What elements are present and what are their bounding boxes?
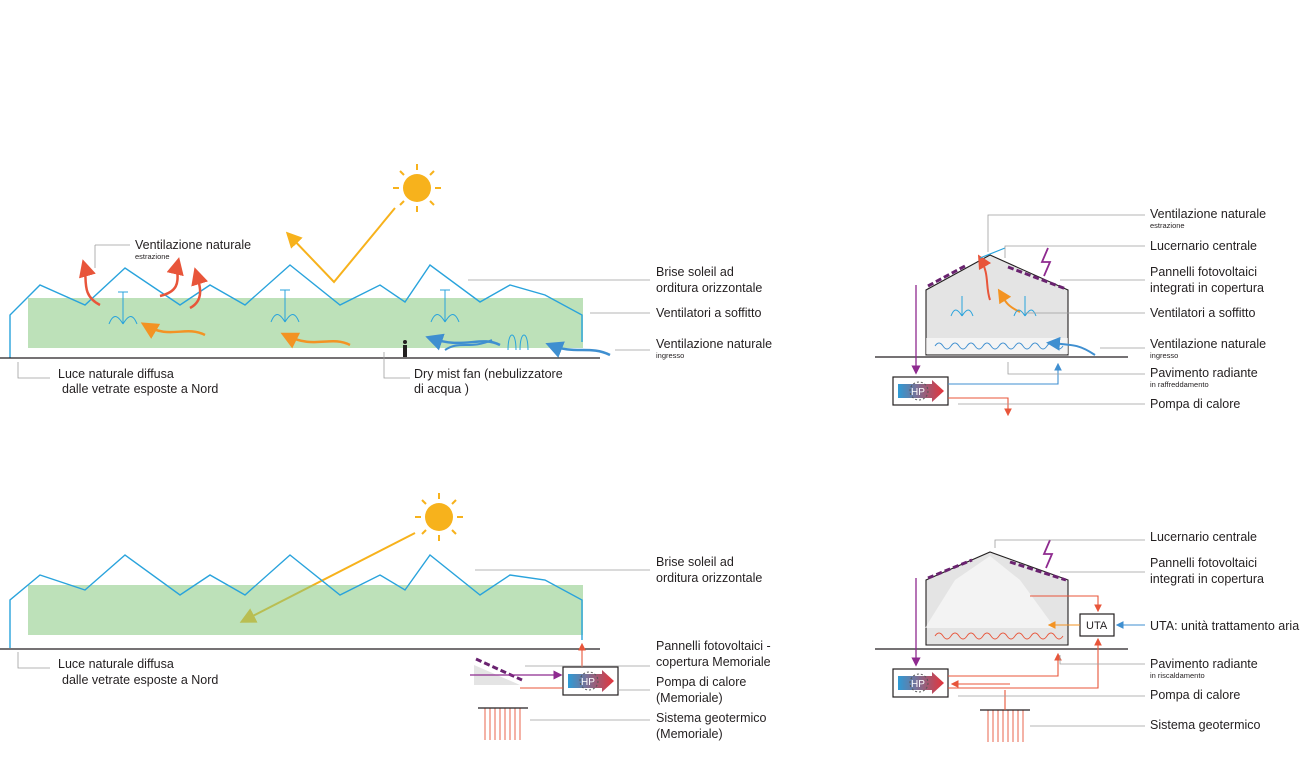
label-ventilazione-ingresso-sub: ingresso (656, 351, 684, 360)
label-brise-soleil-1: Brise soleil ad (656, 555, 734, 569)
label-pavimento: Pavimento radiante (1150, 366, 1258, 380)
label-geo: Sistema geotermico (1150, 718, 1261, 732)
sun-icon (393, 164, 441, 212)
ingress-arrow (444, 339, 493, 351)
label-luce-2: dalle vetrate esposte a Nord (62, 673, 218, 687)
pv-panel-left (927, 558, 973, 580)
label-pannelli-1: Pannelli fotovoltaici (1150, 265, 1257, 279)
extraction-arrow (159, 257, 184, 298)
pv-panel-right (1007, 265, 1067, 291)
label-ventilazione-estrazione-sub: estrazione (135, 252, 170, 261)
label-pannelli-2: copertura Memoriale (656, 655, 771, 669)
label-pannelli-1: Pannelli fotovoltaici - (656, 639, 771, 653)
heat-pump-label: HP (911, 387, 925, 398)
label-pompa: Pompa di calore (1150, 397, 1240, 411)
label-ventilazione-estrazione: Ventilazione naturale (135, 238, 251, 252)
lightning-icon (1042, 539, 1054, 569)
label-uta: UTA: unità trattamento aria (1150, 619, 1299, 633)
label-geo-2: (Memoriale) (656, 727, 723, 741)
label-pompa: Pompa di calore (1150, 688, 1240, 702)
label-luce-1: Luce naturale diffusa (58, 657, 174, 671)
label-ventilazione-ingresso: Ventilazione naturale (656, 337, 772, 351)
extraction-arrow (79, 259, 101, 307)
sawtooth-roof (9, 553, 583, 648)
label-ventilatori: Ventilatori a soffitto (656, 306, 761, 320)
label-pavimento-sub: in raffreddamento (1150, 380, 1209, 389)
label-pannelli-2: integrati in copertura (1150, 572, 1264, 586)
panel-summer-section: Ventilazione naturale estrazione Brise s… (0, 164, 772, 396)
label-ventilazione-ingresso-sub: ingresso (1150, 351, 1178, 360)
label-dry-mist-2: di acqua ) (414, 382, 469, 396)
ingress-arrow (545, 341, 611, 358)
pv-panel-right (1009, 560, 1067, 582)
label-ventilazione-estrazione-sub: estrazione (1150, 221, 1185, 230)
label-brise-soleil-1: Brise soleil ad (656, 265, 734, 279)
lightning-icon (1040, 247, 1052, 277)
label-lucernario: Lucernario centrale (1150, 530, 1257, 544)
panel-winter-detail: UTA HP Lucernario centrale Pannelli foto… (875, 530, 1299, 742)
ingress-arrow (425, 333, 501, 351)
label-pavimento-sub: in riscaldamento (1150, 671, 1205, 680)
label-ventilazione-ingresso: Ventilazione naturale (1150, 337, 1266, 351)
air-flow-arrow (280, 332, 351, 349)
heat-pump-label: HP (581, 677, 595, 688)
person-icon (403, 340, 407, 357)
uta-box-label: UTA (1086, 620, 1108, 632)
label-pompa-1: Pompa di calore (656, 675, 746, 689)
label-luce-1: Luce naturale diffusa (58, 367, 174, 381)
label-dry-mist-1: Dry mist fan (nebulizzatore (414, 367, 563, 381)
sun-reflection-arrow (285, 207, 396, 284)
air-flow-arrow (140, 322, 206, 339)
label-pannelli-2: integrati in copertura (1150, 281, 1264, 295)
extraction-arrow (189, 267, 209, 310)
sawtooth-roof (9, 264, 583, 358)
ceiling-fan-icon (108, 289, 529, 351)
geothermal-probes (484, 708, 521, 740)
heat-pump-label: HP (911, 679, 925, 690)
label-pannelli-1: Pannelli fotovoltaici (1150, 556, 1257, 570)
label-pavimento: Pavimento radiante (1150, 657, 1258, 671)
radiant-floor-waves (934, 632, 1064, 640)
label-brise-soleil-2: orditura orizzontale (656, 571, 762, 585)
label-lucernario: Lucernario centrale (1150, 239, 1257, 253)
panel-winter-section: HP Brise soleil ad orditura orizzontale … (0, 493, 771, 741)
house-section (925, 254, 1069, 356)
pv-panel-left (927, 264, 966, 288)
label-ventilatori: Ventilatori a soffitto (1150, 306, 1255, 320)
geothermal-probes (987, 710, 1024, 742)
panel-summer-detail: HP Ventilazione naturale estrazione Luce… (875, 207, 1266, 417)
label-luce-2: dalle vetrate esposte a Nord (62, 382, 218, 396)
radiant-floor-waves (934, 342, 1064, 350)
vegetation (28, 585, 583, 635)
label-ventilazione-estrazione: Ventilazione naturale (1150, 207, 1266, 221)
sun-icon (415, 493, 463, 541)
label-brise-soleil-2: orditura orizzontale (656, 281, 762, 295)
label-geo-1: Sistema geotermico (656, 711, 767, 725)
label-pompa-2: (Memoriale) (656, 691, 723, 705)
